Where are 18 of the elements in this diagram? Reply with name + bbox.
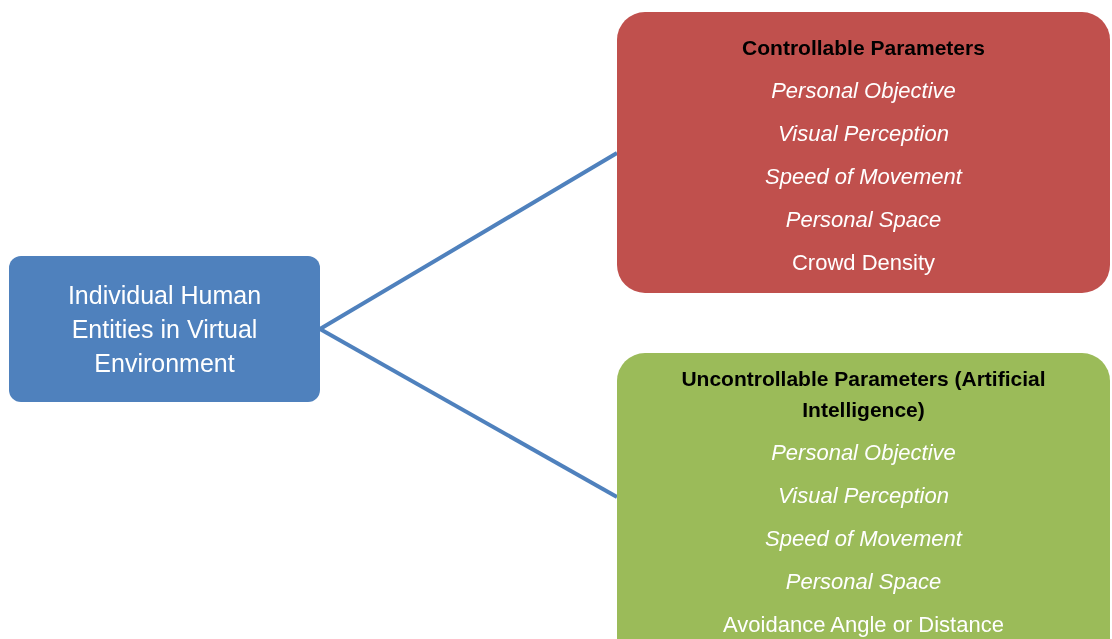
parameter-label: Crowd Density xyxy=(791,249,935,277)
parameter-label: Speed of Movement xyxy=(765,525,962,553)
box-heading: Uncontrollable Parameters (Artificial Intelligence) xyxy=(680,366,1047,423)
box-heading: Controllable Parameters xyxy=(741,35,986,61)
parameter-box xyxy=(617,353,1110,639)
parameter-label: Personal Space xyxy=(785,568,942,596)
connector-line xyxy=(319,151,618,331)
parameter-label: Speed of Movement xyxy=(765,163,962,191)
parameter-box xyxy=(617,12,1110,293)
parameter-label: Visual Perception xyxy=(778,482,949,510)
parameter-label: Personal Space xyxy=(785,206,942,234)
parameter-label: Personal Objective xyxy=(771,77,956,105)
parameter-label: Visual Perception xyxy=(778,120,949,148)
entity-box xyxy=(9,256,320,402)
connector-line xyxy=(319,327,618,499)
parameter-label: Avoidance Angle or Distance xyxy=(723,611,1004,639)
entity-label: Individual Human Entities in Virtual Environment xyxy=(66,280,263,379)
parameter-label: Personal Objective xyxy=(771,439,956,467)
